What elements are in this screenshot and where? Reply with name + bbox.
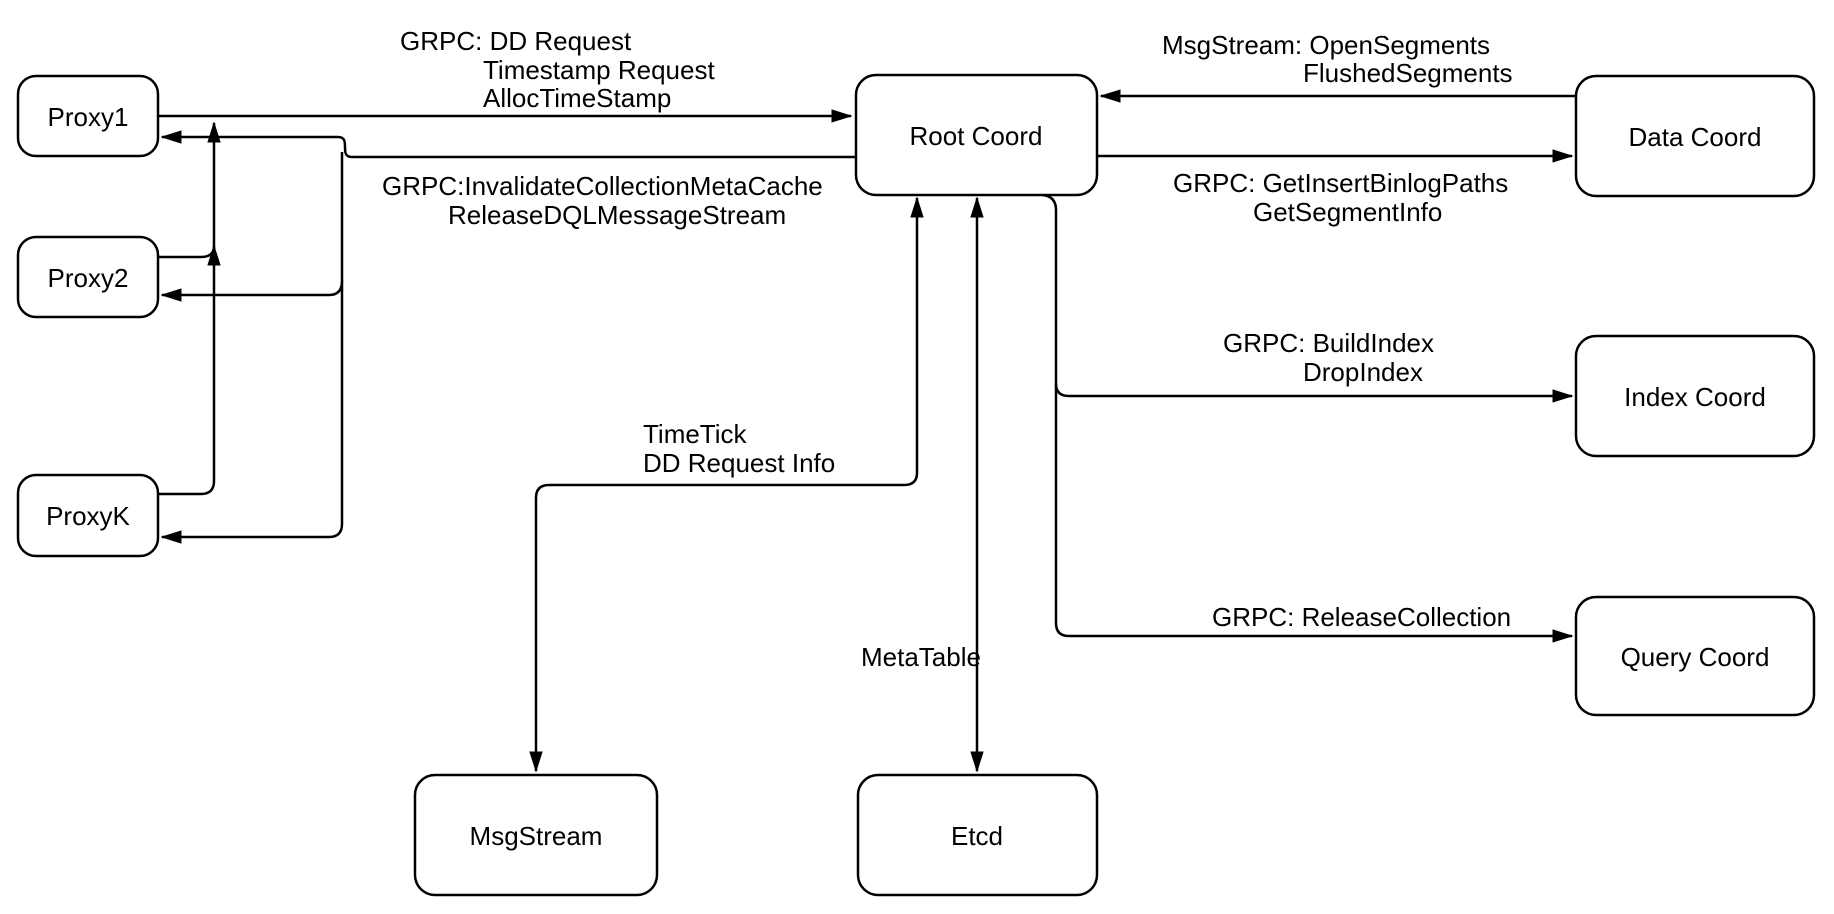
edge-rootcoord-to-proxy2 [160, 280, 344, 302]
label-proxy-to-root-2: Timestamp Request [483, 55, 715, 85]
label-proxy-to-root-1: GRPC: DD Request [400, 26, 632, 56]
node-index-coord-label: Index Coord [1624, 382, 1766, 412]
node-proxy1: Proxy1 [16, 74, 160, 158]
edge-rootcoord-to-indexcoord [1054, 383, 1574, 403]
node-root-coord-label: Root Coord [910, 121, 1043, 151]
node-data-coord-label: Data Coord [1629, 122, 1762, 152]
node-proxy2-label: Proxy2 [48, 263, 129, 293]
node-proxyk-label: ProxyK [46, 501, 130, 531]
nodes: Proxy1 Proxy2 ProxyK Root Coord Data Coo… [16, 73, 1816, 897]
label-root-to-msgstream-1: TimeTick [643, 419, 748, 449]
label-root-to-proxies-2: ReleaseDQLMessageStream [448, 200, 786, 230]
label-root-to-index-2: DropIndex [1303, 357, 1423, 387]
label-data-to-root-1: MsgStream: OpenSegments [1162, 30, 1490, 60]
label-root-to-etcd-1: MetaTable [861, 642, 981, 672]
node-etcd-label: Etcd [951, 821, 1003, 851]
node-proxyk: ProxyK [16, 473, 160, 558]
node-query-coord: Query Coord [1574, 595, 1816, 717]
edge-labels: GRPC: DD Request Timestamp Request Alloc… [382, 26, 1513, 672]
node-index-coord: Index Coord [1574, 334, 1816, 458]
label-root-to-msgstream-2: DD Request Info [643, 448, 835, 478]
node-proxy1-label: Proxy1 [48, 102, 129, 132]
label-proxy-to-root-3: AllocTimeStamp [483, 83, 671, 113]
label-root-to-proxies-1: GRPC:InvalidateCollectionMetaCache [382, 171, 823, 201]
edge-rootcoord-to-querycoord [1041, 193, 1574, 643]
edges [158, 89, 1576, 773]
label-root-to-data-2: GetSegmentInfo [1253, 197, 1442, 227]
edge-proxy2-merge-bus [158, 244, 221, 266]
edge-rootcoord-to-proxy1 [160, 130, 856, 159]
edge-rootcoord-msgstream [529, 196, 924, 773]
node-msgstream: MsgStream [413, 773, 659, 897]
node-msgstream-label: MsgStream [470, 821, 603, 851]
node-etcd: Etcd [856, 773, 1099, 897]
label-data-to-root-2: FlushedSegments [1303, 58, 1513, 88]
label-root-to-index-1: GRPC: BuildIndex [1223, 328, 1434, 358]
node-query-coord-label: Query Coord [1621, 642, 1770, 672]
node-root-coord: Root Coord [854, 73, 1099, 197]
node-proxy2: Proxy2 [16, 235, 160, 319]
node-data-coord: Data Coord [1574, 74, 1816, 198]
label-root-to-data-1: GRPC: GetInsertBinlogPaths [1173, 168, 1508, 198]
label-root-to-query-1: GRPC: ReleaseCollection [1212, 602, 1511, 632]
edge-rootcoord-to-proxyk [160, 152, 344, 544]
edge-proxyk-merge-bus [158, 121, 221, 496]
